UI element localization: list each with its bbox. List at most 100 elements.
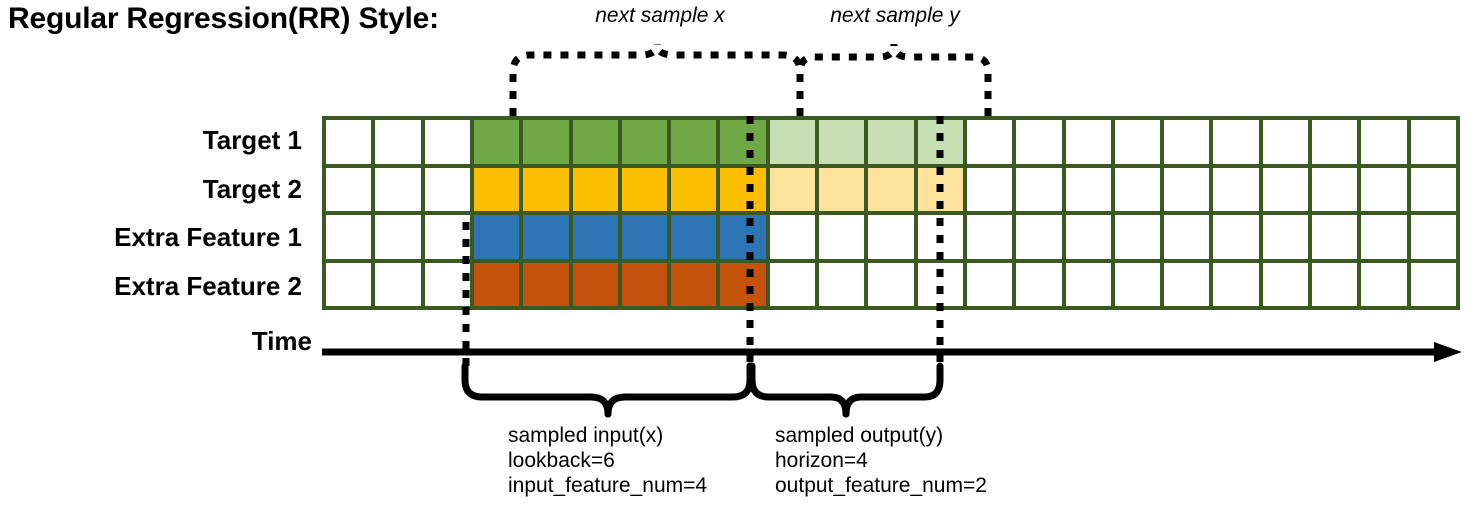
sampled-input-line-2: lookback=6 <box>508 449 615 472</box>
grid-cell-extra-feature-1-3-empty <box>424 215 470 259</box>
grid-cell-extra-feature-2-9-input <box>720 262 766 306</box>
row-label-target-1: Target 1 <box>202 125 302 155</box>
grid-cell-target-2-21-empty <box>1312 167 1358 211</box>
grid-cell-extra-feature-1-7-input <box>621 215 668 259</box>
brace-next-sample-x-right <box>653 43 804 116</box>
annotation-sampled-output: sampled output(y) horizon=4 output_featu… <box>775 423 987 498</box>
annotation-sampled-input: sampled input(x) lookback=6 input_featur… <box>508 423 707 498</box>
grid-cell-target-1-19-empty <box>1213 120 1259 164</box>
grid-cell-extra-feature-1-11-empty <box>819 215 865 259</box>
grid-cell-target-1-20-empty <box>1262 120 1309 164</box>
grid-cell-target-2-9-input <box>720 167 766 211</box>
grid-cell-extra-feature-1-8-input <box>671 215 717 259</box>
grid-cell-extra-feature-2-14-empty <box>966 262 1013 306</box>
grid-cell-target-2-4-input <box>473 167 520 211</box>
grid-cell-extra-feature-2-19-empty <box>1213 262 1259 306</box>
grid-cell-extra-feature-1-23-empty <box>1410 215 1456 259</box>
grid-cell-target-1-1-empty <box>326 120 372 164</box>
grid-cell-extra-feature-2-22-empty <box>1361 262 1407 306</box>
grid-cell-extra-feature-1-4-input <box>473 215 520 259</box>
brace-next-sample-x-left <box>509 43 661 116</box>
grid-cell-extra-feature-2-7-input <box>621 262 668 306</box>
grid-cell-target-1-16-empty <box>1065 120 1111 164</box>
row-label-column: Target 1 Target 2 Extra Feature 1 Extra … <box>0 116 312 310</box>
grid-cell-extra-feature-2-3-empty <box>424 262 470 306</box>
brace-sampled-output-left <box>748 362 850 418</box>
grid-cell-target-1-11-output <box>819 120 865 164</box>
grid-cell-target-2-16-empty <box>1065 167 1111 211</box>
grid-row-extra-feature-1 <box>326 215 1456 259</box>
grid-cell-extra-feature-2-13-empty <box>917 262 963 306</box>
brace-sampled-input-right <box>604 362 754 418</box>
grid-cell-target-2-23-empty <box>1410 167 1456 211</box>
grid-cell-extra-feature-2-16-empty <box>1065 262 1111 306</box>
time-axis-label: Time <box>251 326 312 356</box>
timeline-grid <box>322 116 1460 310</box>
grid-cell-extra-feature-2-12-empty <box>868 262 914 306</box>
brace-sampled-output-right <box>842 362 944 418</box>
grid-row-target-1 <box>326 120 1456 164</box>
grid-cell-target-1-10-output <box>769 120 816 164</box>
grid-cell-extra-feature-1-18-empty <box>1164 215 1210 259</box>
grid-cell-extra-feature-2-21-empty <box>1312 262 1358 306</box>
sampled-output-line-2: horizon=4 <box>775 449 868 472</box>
sampled-output-line-1: sampled output(y) <box>775 424 944 447</box>
grid-cell-extra-feature-1-15-empty <box>1016 215 1062 259</box>
grid-cell-target-1-15-empty <box>1016 120 1062 164</box>
grid-cell-target-1-23-empty <box>1410 120 1456 164</box>
grid-cell-extra-feature-1-5-input <box>523 215 569 259</box>
grid-cell-target-1-3-empty <box>424 120 470 164</box>
grid-cell-target-2-11-output <box>819 167 865 211</box>
grid-cell-target-2-18-empty <box>1164 167 1210 211</box>
annotation-next-sample-x: next sample x <box>595 4 725 27</box>
grid-cell-extra-feature-1-17-empty <box>1114 215 1161 259</box>
grid-cell-target-1-18-empty <box>1164 120 1210 164</box>
grid-cell-extra-feature-1-19-empty <box>1213 215 1259 259</box>
grid-cell-target-1-21-empty <box>1312 120 1358 164</box>
page-title: Regular Regression(RR) Style: <box>8 2 439 35</box>
grid-cell-extra-feature-2-2-empty <box>375 262 421 306</box>
grid-cell-extra-feature-1-12-empty <box>868 215 914 259</box>
grid-cell-target-2-3-empty <box>424 167 470 211</box>
brace-next-sample-y-left <box>796 43 898 116</box>
annotation-next-sample-y: next sample y <box>830 4 960 27</box>
grid-cell-extra-feature-1-1-empty <box>326 215 372 259</box>
grid-cell-extra-feature-2-8-input <box>671 262 717 306</box>
row-label-extra-feature-2: Extra Feature 2 <box>114 271 302 301</box>
row-label-extra-feature-1: Extra Feature 1 <box>114 222 302 252</box>
grid-cell-target-1-8-input <box>671 120 717 164</box>
grid-cell-target-1-2-empty <box>375 120 421 164</box>
grid-cell-extra-feature-1-20-empty <box>1262 215 1309 259</box>
grid-row-target-2 <box>326 167 1456 211</box>
grid-cell-target-2-1-empty <box>326 167 372 211</box>
grid-cell-target-1-7-input <box>621 120 668 164</box>
grid-cell-target-2-19-empty <box>1213 167 1259 211</box>
grid-cell-target-1-13-output <box>917 120 963 164</box>
grid-cell-target-2-15-empty <box>1016 167 1062 211</box>
grid-row-extra-feature-2 <box>326 262 1456 306</box>
grid-cell-extra-feature-1-14-empty <box>966 215 1013 259</box>
grid-cell-target-2-2-empty <box>375 167 421 211</box>
grid-cell-extra-feature-2-11-empty <box>819 262 865 306</box>
grid-cell-target-2-22-empty <box>1361 167 1407 211</box>
grid-cell-extra-feature-1-13-empty <box>917 215 963 259</box>
grid-cell-extra-feature-2-5-input <box>523 262 569 306</box>
sampled-input-line-1: sampled input(x) <box>508 424 664 447</box>
grid-cell-target-2-8-input <box>671 167 717 211</box>
grid-cell-target-2-10-output <box>769 167 816 211</box>
grid-cell-extra-feature-2-20-empty <box>1262 262 1309 306</box>
sampled-output-line-3: output_feature_num=2 <box>775 474 987 497</box>
grid-cell-extra-feature-1-2-empty <box>375 215 421 259</box>
brace-next-sample-y-right <box>890 43 992 116</box>
grid-cell-target-1-4-input <box>473 120 520 164</box>
grid-cell-target-2-20-empty <box>1262 167 1309 211</box>
grid-cell-target-2-13-output <box>917 167 963 211</box>
brace-sampled-input-left <box>461 362 612 418</box>
grid-cell-target-1-12-output <box>868 120 914 164</box>
grid-cell-target-2-6-input <box>572 167 618 211</box>
grid-cell-extra-feature-2-1-empty <box>326 262 372 306</box>
grid-cell-target-1-17-empty <box>1114 120 1161 164</box>
grid-cell-target-1-5-input <box>523 120 569 164</box>
grid-cell-target-1-22-empty <box>1361 120 1407 164</box>
grid-cell-extra-feature-2-10-empty <box>769 262 816 306</box>
